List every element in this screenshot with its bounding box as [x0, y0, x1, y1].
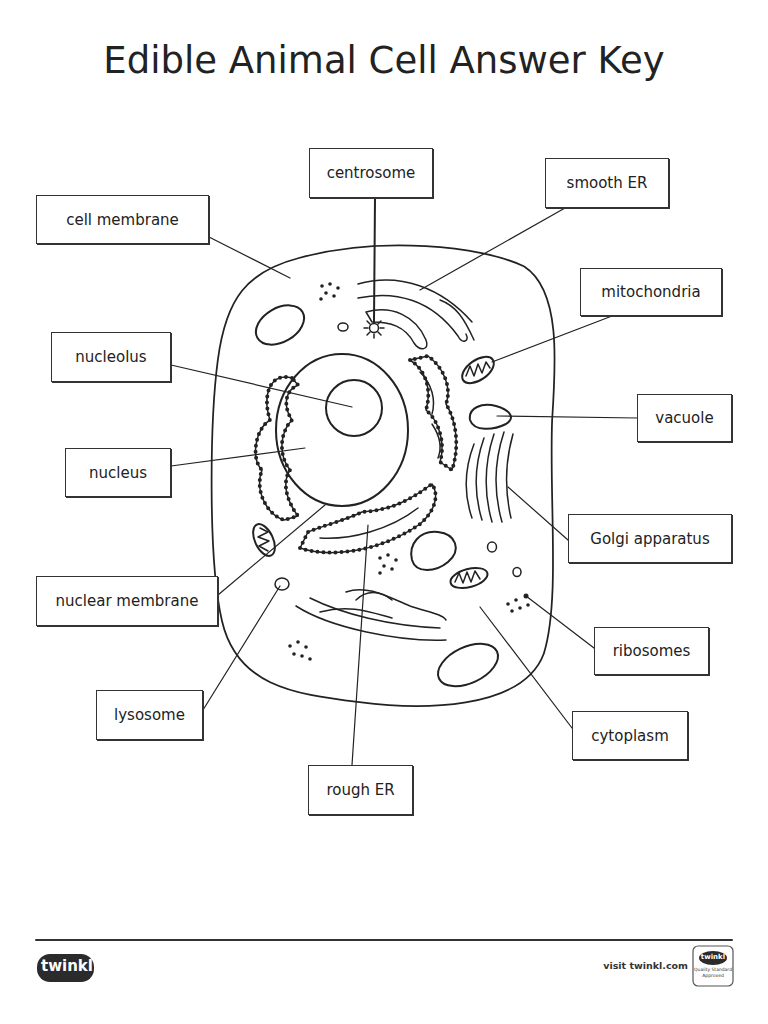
- label-text: rough ER: [326, 781, 394, 799]
- label-text: vacuole: [655, 409, 713, 427]
- label-box: mitochondria: [580, 268, 722, 316]
- badge-logo-text: twinkl: [699, 953, 727, 962]
- footer-link: visit twinkl.com: [600, 960, 688, 971]
- mitochondria-shape: [249, 351, 499, 591]
- diagram-title: Edible Animal Cell Answer Key: [40, 38, 728, 84]
- quality-badge-logo: [699, 951, 727, 965]
- footer-rule: [36, 939, 732, 941]
- label-text: centrosome: [327, 164, 416, 182]
- label-box: nuclear membrane: [36, 576, 218, 626]
- label-text: smooth ER: [567, 174, 648, 192]
- label-box: nucleus: [65, 448, 171, 497]
- label-text: lysosome: [114, 706, 185, 724]
- label-text: nuclear membrane: [56, 592, 199, 610]
- badge-caption: Quality Standard Approved: [694, 967, 732, 979]
- leader-line: [171, 198, 637, 765]
- label-box: nucleolus: [51, 332, 171, 382]
- smooth-er: [358, 280, 474, 349]
- label-box: cytoplasm: [572, 711, 688, 760]
- rough-er: [256, 356, 457, 553]
- label-box: cell membrane: [36, 195, 209, 244]
- label-text: cytoplasm: [591, 727, 669, 745]
- label-text: nucleolus: [75, 348, 146, 366]
- label-box: lysosome: [96, 690, 203, 740]
- label-box: centrosome: [309, 148, 433, 198]
- logo-text: twinkl: [41, 958, 91, 975]
- ribosome-dots: [288, 282, 530, 661]
- label-box: Golgi apparatus: [568, 514, 732, 563]
- label-text: nucleus: [89, 464, 147, 482]
- label-box: vacuole: [637, 394, 732, 442]
- golgi-apparatus: [466, 432, 513, 522]
- label-text: ribosomes: [613, 642, 691, 660]
- lysosome-shape: [275, 323, 521, 590]
- label-text: mitochondria: [601, 283, 700, 301]
- nucleolus-shape: [326, 380, 382, 436]
- label-text: Golgi apparatus: [590, 530, 709, 548]
- quality-badge: [693, 946, 733, 986]
- vacuole-shape: [249, 297, 511, 695]
- logo-badge: [37, 954, 94, 982]
- label-box: rough ER: [308, 765, 413, 815]
- label-box: smooth ER: [545, 158, 669, 208]
- nucleus-shape: [276, 354, 408, 506]
- lower-er: [296, 590, 446, 641]
- label-box: ribosomes: [594, 627, 709, 675]
- label-text: cell membrane: [66, 211, 179, 229]
